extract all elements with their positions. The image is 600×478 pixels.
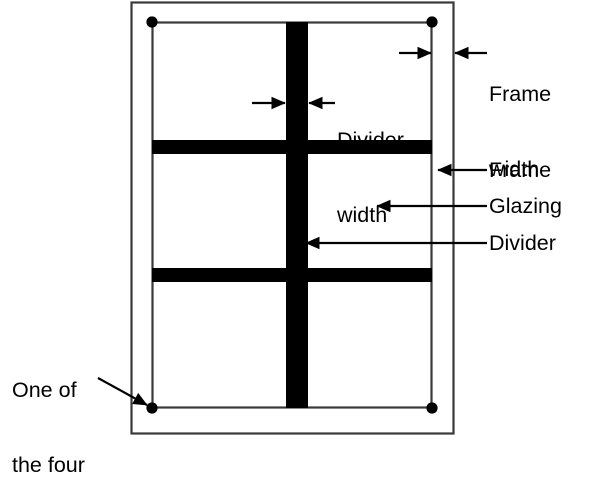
label-divider-width-line2: width bbox=[337, 203, 388, 227]
label-frame: Frame bbox=[489, 158, 552, 182]
label-frame-width-line1: Frame bbox=[489, 82, 552, 106]
vertex-dot-bottom-right bbox=[426, 402, 438, 414]
vertex-dot-top-right bbox=[426, 16, 438, 28]
horizontal-divider-top bbox=[152, 140, 432, 154]
label-glazing: Glazing bbox=[489, 194, 562, 218]
label-divider: Divider bbox=[489, 231, 556, 255]
label-divider-width-line1: Divider bbox=[337, 128, 404, 152]
label-window-vertices-line1: One of bbox=[12, 378, 77, 402]
vertex-dot-bottom-left bbox=[146, 402, 158, 414]
label-divider-width: Divider width bbox=[337, 78, 404, 278]
label-window-vertices: One of the four window vertices bbox=[12, 328, 86, 478]
label-frame-width-line2: width bbox=[489, 157, 540, 181]
label-window-vertices-line2: the four bbox=[12, 453, 85, 477]
vertical-divider bbox=[286, 22, 308, 408]
vertex-dot-top-left bbox=[146, 16, 158, 28]
horizontal-divider-bottom bbox=[152, 268, 432, 282]
vertices-leader-line bbox=[97, 377, 148, 406]
label-frame-width: Frame width bbox=[489, 32, 551, 232]
